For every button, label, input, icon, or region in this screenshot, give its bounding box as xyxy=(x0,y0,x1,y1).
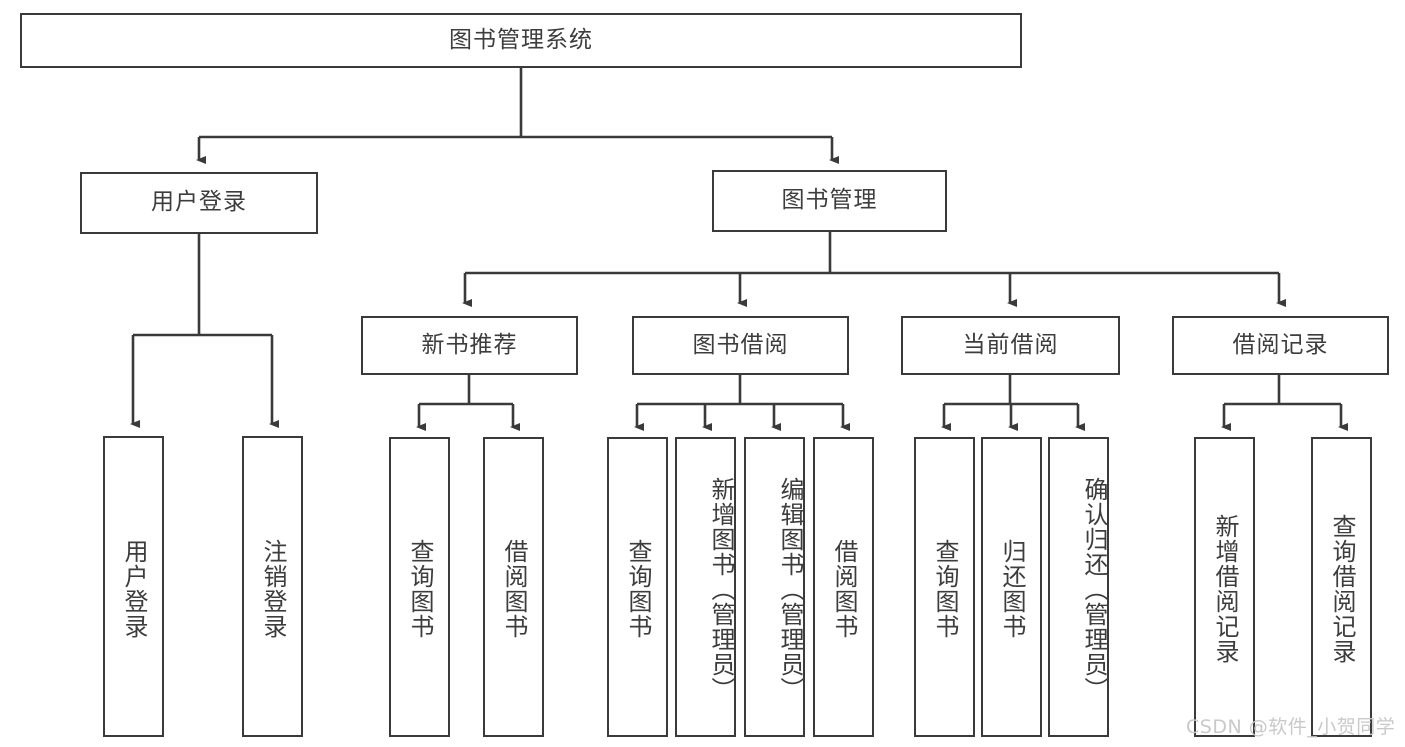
node-user-login-label: 用户登录 xyxy=(151,189,247,216)
leaf-borrow-book-1[interactable]: 借阅图书 xyxy=(483,437,544,737)
node-current-borrow-label: 当前借阅 xyxy=(962,331,1059,358)
leaf-query-book-3-label: 查询图书 xyxy=(930,539,959,639)
node-new-book-rec[interactable]: 新书推荐 xyxy=(361,316,578,375)
node-borrow-record-label: 借阅记录 xyxy=(1232,331,1329,358)
leaf-confirm-return-label: 确认归还（管理员） xyxy=(1080,476,1108,702)
leaf-add-book[interactable]: 新增图书（管理员） xyxy=(675,437,736,737)
leaf-return-book[interactable]: 归还图书 xyxy=(981,437,1042,737)
leaf-confirm-return[interactable]: 确认归还（管理员） xyxy=(1048,437,1109,737)
leaf-query-record[interactable]: 查询借阅记录 xyxy=(1311,437,1372,737)
leaf-edit-book[interactable]: 编辑图书（管理员） xyxy=(744,437,805,737)
leaf-user-login-label: 用户登录 xyxy=(119,538,148,639)
leaf-return-book-label: 归还图书 xyxy=(997,539,1026,639)
leaf-add-record[interactable]: 新增借阅记录 xyxy=(1194,437,1255,737)
leaf-query-book-1-label: 查询图书 xyxy=(405,539,434,639)
leaf-user-login[interactable]: 用户登录 xyxy=(103,436,164,737)
leaf-query-book-3[interactable]: 查询图书 xyxy=(914,437,975,737)
leaf-edit-book-label: 编辑图书（管理员） xyxy=(776,476,804,702)
node-root-label: 图书管理系统 xyxy=(449,26,593,53)
node-borrow-record[interactable]: 借阅记录 xyxy=(1172,316,1389,375)
leaf-query-book-2-label: 查询图书 xyxy=(623,539,652,639)
leaf-query-book-1[interactable]: 查询图书 xyxy=(389,437,450,737)
leaf-borrow-book-2[interactable]: 借阅图书 xyxy=(813,437,874,737)
leaf-add-record-label: 新增借阅记录 xyxy=(1210,514,1239,664)
node-root[interactable]: 图书管理系统 xyxy=(20,13,1022,68)
csdn-watermark: CSDN @软件_小贺同学 xyxy=(1186,716,1396,738)
leaf-logout[interactable]: 注销登录 xyxy=(242,436,303,737)
leaf-query-book-2[interactable]: 查询图书 xyxy=(607,437,668,737)
leaf-add-book-label: 新增图书（管理员） xyxy=(707,476,735,702)
node-user-login[interactable]: 用户登录 xyxy=(80,172,318,234)
node-book-manage[interactable]: 图书管理 xyxy=(712,170,947,232)
leaf-query-record-label: 查询借阅记录 xyxy=(1327,514,1356,664)
leaf-borrow-book-1-label: 借阅图书 xyxy=(499,539,528,639)
node-current-borrow[interactable]: 当前借阅 xyxy=(901,316,1120,375)
node-new-book-rec-label: 新书推荐 xyxy=(421,331,518,358)
leaf-borrow-book-2-label: 借阅图书 xyxy=(829,539,858,639)
node-book-borrow[interactable]: 图书借阅 xyxy=(632,316,849,375)
node-book-manage-label: 图书管理 xyxy=(781,187,878,214)
node-book-borrow-label: 图书借阅 xyxy=(692,331,789,358)
leaf-logout-label: 注销登录 xyxy=(258,538,287,639)
